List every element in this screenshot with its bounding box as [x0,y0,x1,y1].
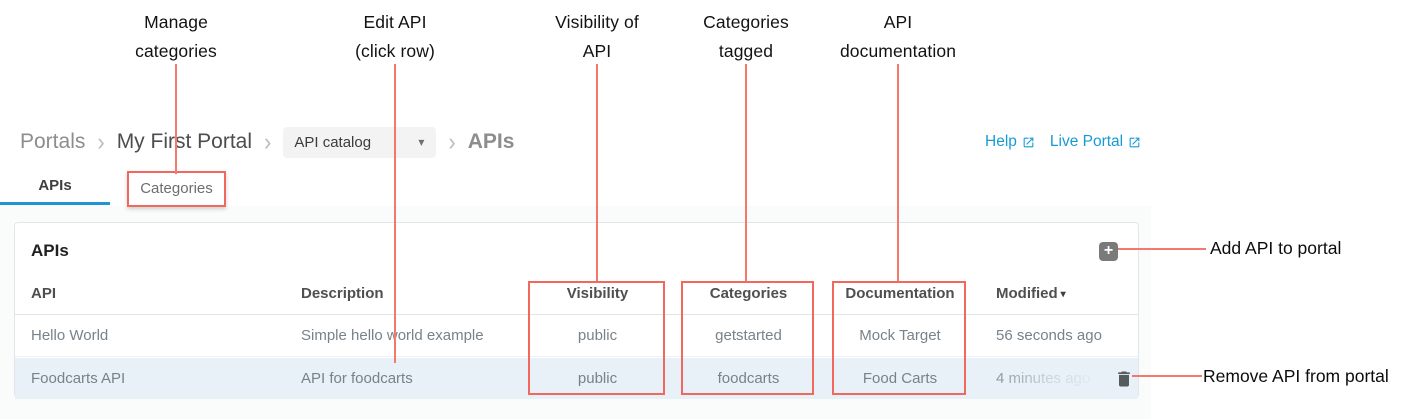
callout-line-categories [745,64,747,281]
breadcrumb-separator-icon: › [264,127,272,156]
cell-categories: foodcarts [717,370,780,387]
cell-visibility: public [577,327,618,344]
annotation-line: API [883,12,913,32]
callout-box-visibility-column [528,281,665,395]
external-link-icon [1022,136,1035,149]
callout-box-documentation-column [832,281,966,395]
header-links: Help Live Portal [985,133,1141,151]
callout-line-edit-api [394,64,396,363]
cell-modified: 56 seconds ago [996,327,1102,344]
header-documentation: Documentation [845,285,955,302]
cell-description: Simple hello world example [301,327,484,344]
header-api: API [31,285,57,302]
table-header-row: API Description Visibility Categories Do… [15,285,1138,315]
cell-documentation: Food Carts [862,370,938,387]
cell-documentation: Mock Target [859,327,941,344]
breadcrumb-separator-icon: › [97,127,105,156]
annotation-categories-tagged: Categories tagged [661,8,831,66]
cell-api: Foodcarts API [31,370,126,387]
annotation-line: documentation [839,41,957,61]
annotation-manage-categories: Manage categories [91,8,261,66]
remove-api-button[interactable] [1114,369,1134,389]
header-modified-label: Modified [996,285,1058,302]
breadcrumb-portal-name[interactable]: My First Portal [116,130,253,153]
breadcrumb-current-page: APIs [467,130,515,153]
cell-api: Hello World [31,327,109,344]
header-description: Description [301,285,384,302]
annotation-line: Edit API [363,12,427,32]
annotation-line: Visibility of [555,12,639,32]
annotation-edit-api: Edit API (click row) [310,8,480,66]
annotation-add-api: Add API to portal [1210,238,1342,258]
live-portal-link[interactable]: Live Portal [1050,133,1141,151]
header-categories: Categories [709,285,788,302]
callout-line-add-api [1118,248,1206,250]
callout-line-documentation [897,64,899,281]
table-row[interactable]: Hello World Simple hello world example p… [15,315,1138,357]
help-link[interactable]: Help [985,133,1035,151]
annotation-line: Manage [144,12,208,32]
catalog-dropdown[interactable]: API catalog ▾ [283,126,437,158]
apis-card: APIs + API Description Visibility Catego… [14,222,1139,399]
cell-modified: 4 minutes ago [996,358,1090,399]
external-link-icon [1128,136,1141,149]
header-modified[interactable]: Modified▾ [996,285,1066,302]
chevron-down-icon: ▾ [418,135,425,149]
annotation-api-documentation: API documentation [813,8,983,66]
cell-description: API for foodcarts [301,370,413,387]
help-link-label: Help [985,133,1017,150]
callout-line-manage-categories [175,64,177,174]
annotation-line: tagged [718,41,774,61]
tab-categories[interactable]: Categories [127,171,226,207]
sort-desc-icon: ▾ [1060,289,1066,300]
card-title: APIs [31,241,69,260]
catalog-dropdown-value: API catalog [294,133,372,151]
table-header-divider [15,314,1138,315]
annotation-line: API [582,41,612,61]
table-row-highlighted[interactable]: Foodcarts API API for foodcarts public f… [15,358,1138,399]
breadcrumb-separator-icon: › [448,127,456,156]
breadcrumb: Portals › My First Portal › API catalog … [20,126,514,158]
annotation-line: (click row) [355,41,435,61]
annotation-line: categories [135,41,217,61]
active-tab-indicator [0,202,110,205]
live-portal-link-label: Live Portal [1049,133,1124,150]
annotation-line: Categories [703,12,789,32]
tab-apis[interactable]: APIs [38,177,72,194]
trash-icon [1114,369,1134,389]
cell-visibility: public [577,370,618,387]
annotation-visibility: Visibility of API [512,8,682,66]
callout-box-categories-column [681,281,814,395]
breadcrumb-portals[interactable]: Portals [20,130,86,153]
add-api-button[interactable]: + [1099,242,1118,261]
cell-categories: getstarted [715,327,782,344]
callout-line-visibility [596,64,598,281]
annotation-remove-api: Remove API from portal [1203,366,1389,386]
header-visibility: Visibility [566,285,629,302]
callout-line-remove-api [1132,375,1202,377]
